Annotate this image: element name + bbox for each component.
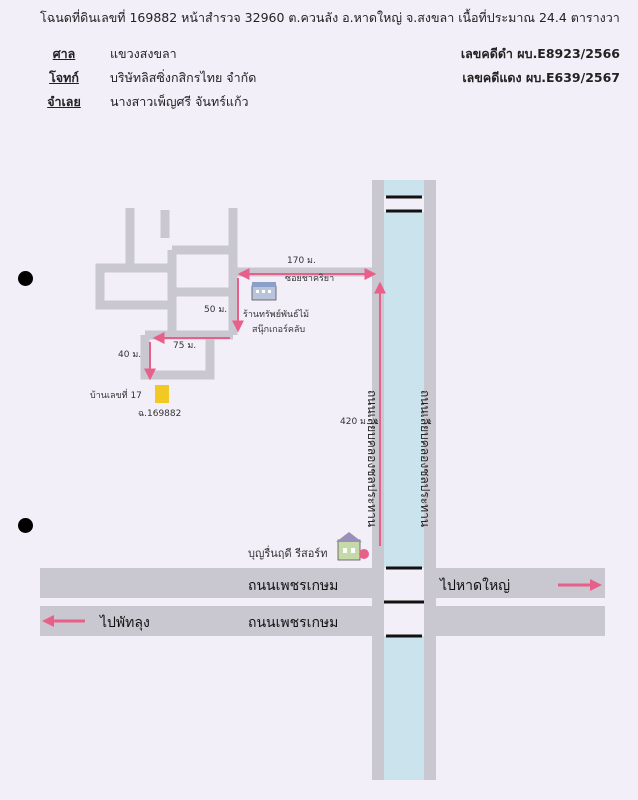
soi-label: ซอยชาคริยา [285,273,334,284]
canal-road-label-right: ถนนเลียบคลองชลประทาน [418,390,432,527]
irrigation-canal [384,180,424,780]
resort-label: บุญรื่นฤดี รีสอร์ท [248,545,327,560]
deed-number-label: ฉ.169882 [138,409,181,419]
deed-header-line: โฉนดที่ดินเลขที่ 169882 หน้าสำรวจ 32960 … [40,10,620,25]
distance-75-label: 75 ม. [173,341,196,351]
highway-upper-band [40,568,605,598]
defendant-row: จำเลย นางสาวเพ็ญศรี จันทร์แก้ว [40,92,249,112]
distance-420-label: 420 ม. [340,417,369,427]
to-hatyai-label: ไปหาดใหญ่ [439,577,510,594]
distance-50-label: 50 ม. [204,305,227,315]
plaintiff-row: โจทก์ บริษัทลิสซิ่งกสิกรไทย จำกัด [40,68,256,88]
red-case-number: เลขคดีแดง ผบ.E639/2567 [462,70,620,85]
black-case-number: เลขคดีดำ ผบ.E8923/2566 [460,46,620,61]
shop-building-icon [251,282,277,301]
direction-arrow-hatyai [558,579,602,591]
bridge-top [384,196,424,212]
shop-label-line1: ร้านทรัพย์พันธ์ไม้ [243,308,309,320]
distance-40-label: 40 ม. [118,350,141,360]
binder-hole-bottom [18,518,33,533]
route-arrows [144,268,386,546]
defendant-label: จำเลย [47,94,81,109]
highway-lower-label: ถนนเพชรเกษม [248,615,338,631]
to-phatthalung-label: ไปพัทลุง [99,614,150,631]
highway-upper-label: ถนนเพชรเกษม [248,578,338,594]
resort-building-icon [336,532,369,561]
direction-arrow-phatthalung [42,615,85,627]
house-number-label: บ้านเลขที่ 17 [90,388,142,401]
shop-label-line2: สนุ๊กเกอร์คลับ [252,323,305,335]
canal-road-label-left: ถนนเลียบคลองชลประทาน [365,390,379,527]
binder-hole-top [18,271,33,286]
court-label: ศาล [52,46,76,61]
plaintiff-label: โจทก์ [49,70,79,85]
highway-lower-band [40,606,605,636]
target-land-parcel [155,385,169,403]
court-value: แขวงสงขลา [109,46,177,61]
distance-170-label: 170 ม. [287,256,316,266]
court-row: ศาล แขวงสงขลา [40,44,177,64]
defendant-value: นางสาวเพ็ญศรี จันทร์แก้ว [109,94,249,109]
plaintiff-value: บริษัทลิสซิ่งกสิกรไทย จำกัด [109,70,257,85]
